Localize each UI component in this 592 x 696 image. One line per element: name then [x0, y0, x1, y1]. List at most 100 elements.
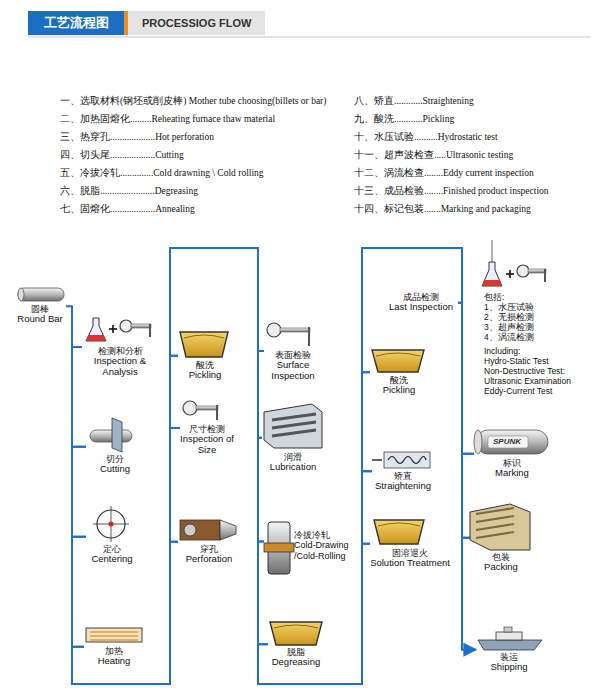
- straightening-icon: [372, 452, 430, 468]
- inspection-item: 3、超声检测: [484, 322, 534, 332]
- step-list-item: 二、加热固熔化.........Reheating furnace thaw m…: [60, 113, 275, 126]
- solution-tank-icon: [374, 520, 424, 544]
- inspection-item: 包括:: [484, 292, 504, 302]
- furnace-icon-part: [86, 628, 142, 642]
- step-name-en: Lubrication: [262, 462, 324, 473]
- flow-connector: [362, 248, 462, 372]
- surface-gauge-icon-part: [267, 323, 281, 337]
- marking-icon-part: [474, 430, 482, 454]
- size-gauge-icon-part: [216, 405, 218, 420]
- flow-connector: [72, 347, 86, 447]
- flow-connector: [258, 438, 264, 542]
- pickling-tank-icon-part: [376, 353, 420, 356]
- process-step: 加热Heating: [84, 626, 144, 667]
- step-list-item: 七、固熔化...................Annealing: [60, 203, 195, 216]
- step-name-en: Heating: [84, 656, 144, 667]
- step-name-en: Cutting: [86, 464, 144, 475]
- marking-icon-part: [488, 436, 528, 448]
- process-step: 包装Packing: [470, 502, 532, 573]
- surface-gauge-icon: [267, 323, 310, 346]
- step-name-cn: 酸洗: [178, 360, 232, 370]
- step-name-cn: 加热: [84, 646, 144, 656]
- lubrication-icon: [264, 404, 322, 448]
- step-list-item: 十、水压试验..........Hydrostatic test: [354, 131, 498, 144]
- step-list-item: 八、矫直............Straightening: [354, 95, 474, 108]
- cold-drawing-icon-part: [264, 543, 294, 552]
- process-step: 矫直Straightening: [372, 450, 434, 492]
- step-name-cn: 尺寸检测: [180, 424, 234, 434]
- round-bar-icon: [18, 288, 64, 301]
- degreasing-tank-icon: [270, 622, 322, 645]
- inspection-icon-part: [86, 335, 106, 341]
- lubrication-icon-part: [272, 414, 316, 436]
- cutting-icon-part: [112, 418, 122, 452]
- inspection-icon-part: [112, 325, 114, 333]
- inspection-icon-part: [149, 324, 151, 337]
- cutting-icon-part: [90, 430, 132, 442]
- perforation-icon-part: [220, 520, 236, 540]
- flow-connector: [170, 428, 180, 542]
- last-inspection-icon-part: [544, 269, 546, 282]
- step-name-en: Inspection of Size: [180, 434, 234, 456]
- last-inspection-icon-part: [517, 265, 529, 277]
- process-step: 切分Cutting: [86, 418, 144, 475]
- step-name-cn: 成品检测: [384, 292, 458, 302]
- degreasing-tank-icon-part: [274, 625, 318, 628]
- step-name-en: Solution Treatment: [370, 558, 450, 569]
- header-subtitle: PROCESSIOG FLOW: [128, 11, 265, 35]
- inspection-item: 4、涡流检测: [484, 332, 534, 342]
- straightening-icon-part: [372, 459, 382, 460]
- ship-icon-part: [478, 640, 542, 650]
- last-inspection-icon-part: [482, 280, 502, 286]
- process-step: 尺寸检测Inspection of Size: [180, 400, 234, 456]
- flow-connector: [66, 306, 82, 347]
- process-step: 润滑Lubrication: [262, 402, 324, 473]
- step-name-cn: 矫直: [372, 471, 434, 481]
- size-gauge-icon: [183, 401, 218, 420]
- step-name-en: Round Bar: [14, 314, 66, 325]
- step-name-cn: 穿孔: [178, 544, 240, 554]
- degreasing-tank-icon-part: [270, 622, 322, 645]
- flow-connector: [362, 372, 372, 471]
- step-name-cn: 定心: [86, 544, 138, 554]
- step-name-en: Degreasing: [268, 657, 324, 668]
- step-name-cn: 酸洗: [370, 375, 428, 385]
- last-inspection-icon-part: [482, 262, 502, 286]
- last-inspection-icon-part: [492, 240, 493, 262]
- step-list-item: 十二、涡流检查........Eddy current inspection: [354, 167, 534, 180]
- process-step: 标识Marking: [474, 428, 550, 479]
- ship-icon-part: [504, 627, 512, 632]
- perforation-icon-part: [184, 524, 196, 536]
- solution-tank-icon-part: [374, 520, 424, 544]
- ship-icon-part: [496, 632, 522, 640]
- step-name-en: Centering: [86, 554, 138, 565]
- packing-icon: [470, 504, 530, 550]
- size-gauge-icon-part: [196, 406, 218, 410]
- ship-icon: [478, 627, 542, 650]
- step-name-en: Straightening: [372, 481, 434, 492]
- header-rule: [28, 11, 590, 37]
- inspection-icon: [86, 318, 151, 341]
- inspection-item: Ultrasonic Examination: [484, 376, 571, 386]
- perforation-icon-part: [180, 520, 220, 540]
- centering-icon-part: [109, 522, 114, 527]
- inspection-item: 1、水压试验: [484, 302, 534, 312]
- packing-icon-part: [470, 504, 530, 550]
- round-bar-icon-part: [18, 288, 64, 301]
- surface-gauge-icon-part: [308, 327, 310, 346]
- page-title: 工艺流程图: [28, 11, 124, 35]
- process-step: 检测和分析Inspection & Analysis: [82, 316, 158, 378]
- step-name-cn: 脱脂: [268, 647, 324, 657]
- process-step: 冷拔冷轧Cold-Drawing /Cold-Rolling: [264, 522, 356, 561]
- flow-connector: [258, 351, 264, 438]
- step-list-item: 六、脱脂.......................Degreasing: [60, 185, 198, 198]
- step-name-en: Surface Inspection: [264, 360, 322, 382]
- step-name-cn: 冷拔冷轧: [294, 530, 356, 540]
- inspection-item: Including:: [484, 346, 520, 356]
- step-list-item: 一、选取材料(钢坯或削皮棒) Mother tube choosing(bill…: [60, 95, 326, 108]
- step-name-cn: 包装: [470, 552, 532, 562]
- lubrication-icon-part: [264, 404, 322, 448]
- header-rule-part: [28, 37, 590, 38]
- step-name-en: Last Inspection: [384, 302, 458, 313]
